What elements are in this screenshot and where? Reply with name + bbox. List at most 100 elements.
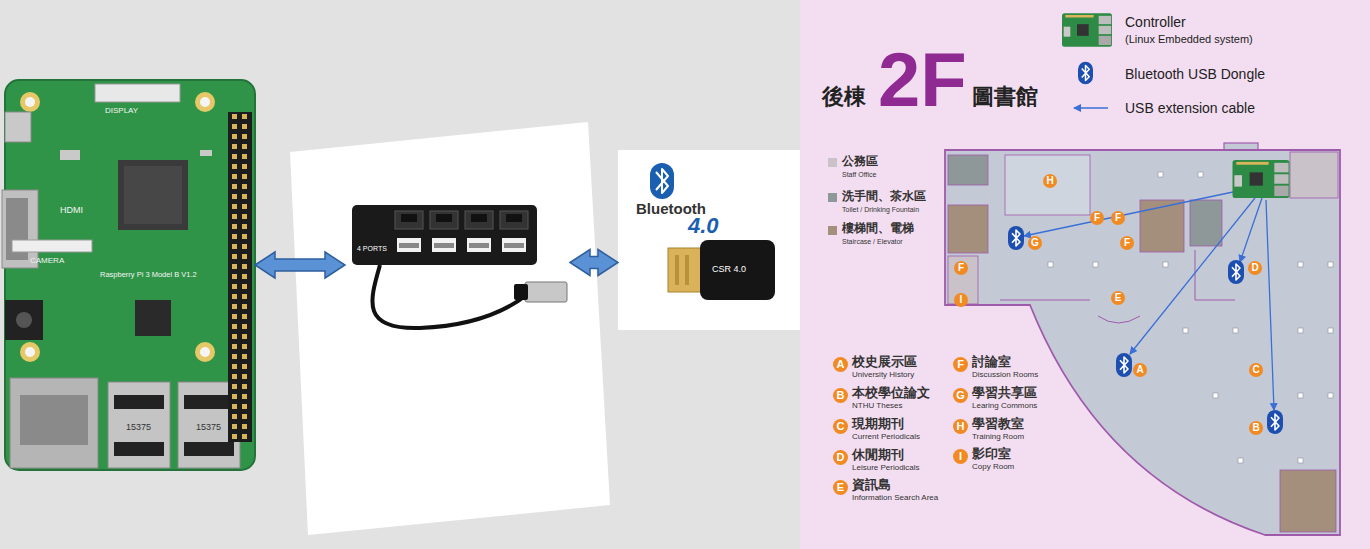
- rect-part: [434, 243, 454, 248]
- rect-part: [650, 163, 674, 199]
- legend-swatch: [828, 158, 837, 167]
- circle-part: [16, 312, 32, 328]
- area-name-english: Copy Room: [972, 462, 1014, 472]
- rect-part: [1158, 172, 1163, 177]
- rect-part: [12, 240, 92, 252]
- circle-part: [25, 97, 35, 107]
- rect-part: [118, 160, 188, 230]
- floor-title: 2F: [878, 42, 967, 118]
- location-marker: B: [1249, 421, 1263, 435]
- bluetooth-dongle-illustration: [618, 150, 800, 330]
- area-name: 影印室: [972, 446, 1011, 462]
- g-part: [1024, 188, 1274, 410]
- rect-part: [20, 395, 88, 445]
- key-letter-circle: A: [833, 357, 848, 372]
- rect-part: [465, 211, 493, 229]
- key-letter-circle: I: [953, 449, 968, 464]
- area-name: 學習教室: [972, 416, 1024, 432]
- legend-samples: [1062, 13, 1112, 108]
- location-marker: F: [1111, 211, 1125, 225]
- path-part: [945, 150, 1340, 535]
- location-marker: F: [954, 261, 968, 275]
- location-marker: I: [954, 293, 968, 307]
- marker-letter: A: [1136, 363, 1143, 377]
- rect-part: [1198, 172, 1203, 177]
- component-label: CAMERA: [30, 256, 64, 266]
- rect-part: [948, 205, 988, 253]
- rect-part: [184, 442, 234, 456]
- rect-part: [525, 282, 567, 302]
- line-part: [1024, 188, 1252, 236]
- plan-label: (Linux Embedded system): [1125, 33, 1253, 46]
- area-name-english: Information Search Area: [852, 493, 938, 503]
- rect-part: [1213, 393, 1218, 398]
- legend-text: 樓梯間、電梯: [842, 221, 914, 235]
- plan-label: Toilet / Drinking Fountain: [842, 206, 919, 214]
- double-arrow-connector: [255, 252, 345, 278]
- key-letter-circle: G: [953, 388, 968, 403]
- rect-part: [1093, 262, 1098, 267]
- marker-letter: G: [1031, 236, 1039, 250]
- line-part: [1130, 198, 1255, 354]
- area-key-item: E資訊島Information Search Area: [833, 479, 941, 507]
- area-key-item: F討論室Discussion Rooms: [953, 356, 1041, 384]
- area-name-english: Learing Commons: [972, 401, 1037, 411]
- marker-letter: F: [1094, 211, 1100, 225]
- area-key-item: C現期期刊Current Periodicals: [833, 418, 923, 446]
- component-label: 15375: [126, 422, 151, 433]
- path-part: [1000, 300, 1090, 301]
- rect-part: [1048, 262, 1053, 267]
- circle-part: [25, 347, 35, 357]
- rect-part: [514, 284, 528, 300]
- rect-part: [95, 84, 180, 102]
- legend-text: 洗手間、茶水區: [842, 189, 926, 203]
- line-part: [1074, 107, 1108, 109]
- component-label: 15375: [196, 422, 221, 433]
- circle-part: [200, 97, 210, 107]
- area-key-item: A校史展示區University History: [833, 356, 919, 384]
- area-key-item: I 影印室Copy Room: [953, 448, 1017, 476]
- rect-part: [1298, 458, 1303, 463]
- legend-text: Bluetooth USB Dongle: [1125, 66, 1265, 83]
- rect-part: [1298, 328, 1303, 333]
- use-part: [1078, 62, 1093, 85]
- raspberry-pi-illustration: [2, 80, 255, 470]
- key-letter-circle: B: [833, 388, 848, 403]
- legend-swatch: [828, 193, 837, 202]
- rect-part: [352, 205, 537, 265]
- area-key-item: H學習教室Training Room: [953, 418, 1027, 446]
- area-name-english: NTHU Theses: [852, 401, 903, 411]
- area-name: 休閒期刊: [852, 447, 904, 463]
- area-key-item: G 學習共享區Learing Commons: [953, 387, 1040, 415]
- marker-letter: F: [1124, 236, 1130, 250]
- rect-part: [5, 80, 255, 470]
- rect-part: [395, 211, 423, 229]
- path-part: [1098, 316, 1140, 323]
- rect-part: [1328, 262, 1333, 267]
- rect-part: [1298, 262, 1303, 267]
- circle-part: [200, 347, 210, 357]
- area-name: 學習共享區: [972, 385, 1037, 401]
- rect-part: [1280, 470, 1336, 532]
- legend-swatch: [828, 226, 837, 235]
- circle-part: [20, 342, 40, 362]
- area-name-english: Training Room: [972, 432, 1024, 442]
- right-panel: [800, 0, 1370, 549]
- rect-part: [114, 395, 164, 409]
- area-key-item: B本校學位論文NTHU Theses: [833, 387, 932, 415]
- rect-part: [471, 214, 487, 222]
- plan-label: 圖書館: [972, 84, 1038, 110]
- area-name: 資訊島: [852, 477, 891, 493]
- rect-part: [700, 240, 775, 300]
- key-letter-circle: F: [953, 357, 968, 372]
- plan-label: 後棟: [822, 84, 866, 110]
- rect-part: [1233, 328, 1238, 333]
- bluetooth-dongle: Bluetooth4.0CSR 4.0: [618, 150, 800, 330]
- component-label: DISPLAY: [105, 106, 138, 116]
- component-label: Raspberry Pi 3 Model B V1.2: [100, 270, 197, 279]
- rect-part: [1163, 262, 1168, 267]
- marker-letter: F: [1115, 211, 1121, 225]
- left-panel: [0, 0, 800, 549]
- circle-part: [20, 92, 40, 112]
